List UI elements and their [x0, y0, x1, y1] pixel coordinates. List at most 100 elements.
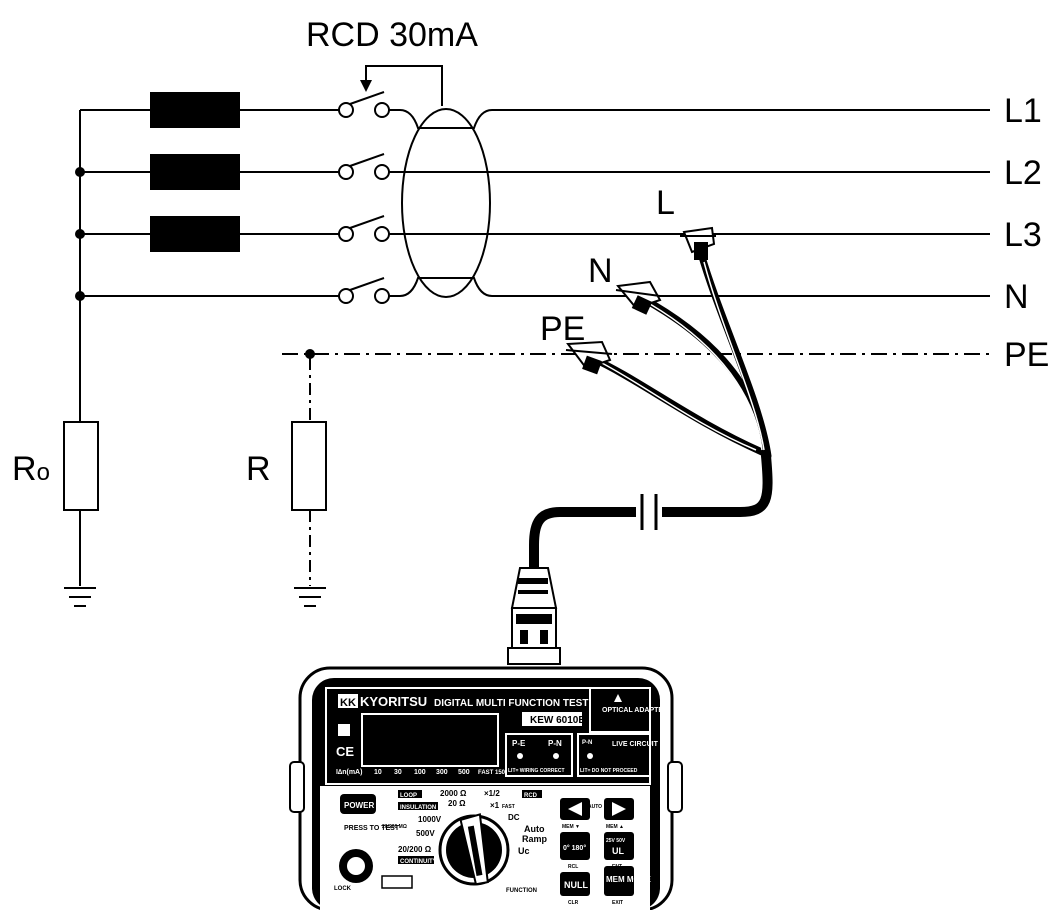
live-circuit-label: LIVE CIRCUIT: [612, 741, 659, 748]
ground-icon: [64, 587, 326, 607]
node-pe: [305, 349, 315, 359]
dial-ramp: Ramp: [522, 834, 548, 844]
lcd-display: [361, 713, 499, 767]
power-button[interactable]: [340, 794, 376, 814]
auto-label: AUTO: [588, 804, 602, 810]
dial-x1: ×1: [490, 801, 500, 810]
square-icon: [338, 724, 350, 736]
scale-value: 30: [394, 769, 402, 776]
dial-2000ohm: 2000 Ω: [440, 789, 467, 798]
scale-value: 100: [414, 769, 426, 776]
insulation-tag: [398, 802, 438, 810]
cable-coupler: [636, 494, 662, 530]
dial-500v: 500V: [416, 829, 435, 838]
lock-label: LOCK: [334, 886, 352, 892]
exit-label: EXIT: [612, 900, 623, 906]
warning-icon: [381, 875, 413, 889]
rcd-conductors: [389, 109, 990, 297]
phase-button[interactable]: [560, 832, 590, 860]
ul-values: 25V 50V: [606, 838, 626, 844]
dial-20-200mohm: 20/200 MΩ: [382, 824, 407, 830]
kyoritsu-logo-icon: KK: [338, 694, 358, 709]
phase-label: 0° 180°: [563, 844, 586, 852]
scale-value: 500: [458, 769, 470, 776]
optical-arrow-icon: [614, 694, 622, 702]
press-to-test-label: PRESS TO TEST: [344, 825, 400, 832]
do-not-proceed-note: LIT= DO NOT PROCEED: [580, 768, 638, 774]
null-label: NULL: [564, 880, 588, 890]
resistor-r: [291, 421, 327, 511]
ul-button[interactable]: [604, 832, 634, 860]
scale-value: 10: [374, 769, 382, 776]
probe-label-pe: PE: [540, 310, 585, 348]
dial-insulation: INSULATION: [400, 805, 436, 811]
switch-blades: [349, 91, 385, 291]
function-dial[interactable]: [438, 813, 510, 886]
live-pn-icon-label: P-N: [582, 740, 592, 746]
scale-fast: FAST 150: [478, 770, 506, 776]
dial-rcd: RCD: [524, 793, 538, 799]
dial-auto: Auto: [524, 824, 545, 834]
dial-1000v: 1000V: [418, 815, 442, 824]
dial-20-200ohm: 20/200 Ω: [398, 845, 432, 854]
dial-20ohm: 20 Ω: [448, 799, 466, 808]
mem-mode-button[interactable]: [604, 866, 634, 896]
rcd-trip-link: [365, 65, 443, 106]
dial-uc: Uc: [518, 846, 530, 856]
ce-mark: CE: [336, 744, 354, 759]
loop-tag: [398, 790, 422, 798]
rcd-toroid: [401, 108, 491, 298]
led-live-icon: [587, 753, 593, 759]
wiring-correct-note: LIT= WIRING CORRECT: [508, 768, 565, 774]
label-ro: Ro: [12, 450, 50, 488]
mem-mode-label: MEM MODE: [606, 875, 652, 884]
phase-line-left: [80, 109, 340, 297]
label-pe: PE: [1004, 336, 1049, 374]
rcl-label: RCL: [568, 864, 578, 870]
optical-adapter-label: OPTICAL ADAPTER: [602, 707, 668, 714]
probe-label-l: L: [656, 184, 675, 222]
rcd-switch-contacts: [338, 102, 390, 304]
model-number: KEW 6010B: [530, 715, 586, 726]
arrow-left-icon: [568, 802, 582, 816]
led-pn-icon: [553, 753, 559, 759]
probe-label-n: N: [588, 252, 613, 290]
label-r: R: [246, 450, 271, 488]
mem-down-label: MEM ▼: [562, 824, 580, 830]
rcd-trip-arrow: [360, 80, 372, 92]
winding-l1: [150, 92, 240, 128]
ul-label: UL: [612, 846, 624, 856]
null-button[interactable]: [560, 872, 590, 896]
dial-dc: DC: [508, 813, 520, 822]
winding-l2: [150, 154, 240, 190]
resistor-ro: [63, 421, 99, 511]
scale-value: 300: [436, 769, 448, 776]
rcd-title: RCD 30mA: [306, 16, 478, 54]
winding-l3: [150, 216, 240, 252]
label-l3: L3: [1004, 216, 1042, 254]
dial-loop: LOOP: [400, 793, 417, 799]
test-button-inner: [345, 855, 367, 877]
scale-unit: I∆n(mA): [336, 769, 362, 776]
model-badge: [522, 712, 582, 726]
label-n: N: [1004, 278, 1029, 316]
svg-text:KK: KK: [340, 697, 356, 709]
clr-label: CLR: [568, 900, 579, 906]
label-l2: L2: [1004, 154, 1042, 192]
lead-highlight: [599, 261, 765, 451]
wiring-indicator-panel: [505, 733, 573, 777]
dial-fast: FAST: [502, 804, 515, 810]
probe-clip-pe-icon: [565, 340, 613, 375]
indicator-pe: P-E: [512, 739, 526, 748]
dial-function: FUNCTION: [506, 888, 537, 894]
rcd-tag: [522, 790, 542, 798]
mem-up-label: MEM ▲: [606, 824, 624, 830]
power-label: POWER: [344, 801, 374, 810]
indicator-pn: P-N: [548, 739, 562, 748]
led-pe-icon: [517, 753, 523, 759]
continuity-tag: [398, 856, 434, 864]
dial-half: ×1/2: [484, 789, 500, 798]
optical-adapter-port[interactable]: [589, 687, 651, 733]
